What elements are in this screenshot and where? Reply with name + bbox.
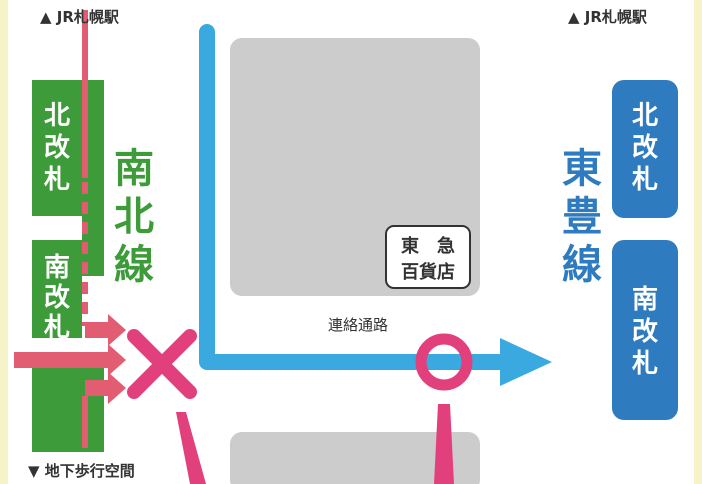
nanboku-line-char-2: 北 [114,194,154,240]
left-edge-strip [0,0,8,484]
nanboku-line-char-1: 南 [114,146,154,192]
store-name-line2: 百貨店 [401,261,455,283]
nanboku-south-gate-char-2: 改 [44,282,70,313]
nanboku-line-char-3: 線 [114,242,154,288]
blocked-arrows [14,314,126,404]
nanboku-gate-south-box [32,240,82,338]
toho-gate-north-box [612,80,678,218]
toho-line-char-2: 豊 [562,194,602,240]
passage-arrow-head [500,338,552,386]
station-label-top-left: ▲ JR札幌駅 [40,8,120,26]
nanboku-north-gate-char-1: 北 [44,101,70,131]
nanboku-platform-gap [32,216,82,240]
passage-label: 連絡通路 [328,316,388,334]
toho-south-gate-char-3: 札 [632,349,658,379]
right-edge-strip [694,0,702,484]
ok-circle-icon [415,333,473,391]
toho-gate-south-box [612,240,678,420]
toho-line-char-3: 線 [562,242,602,288]
nanboku-platform-lower [32,360,104,452]
nanboku-gate-north-box [32,80,82,216]
x-callout-pointer [176,412,206,484]
toho-north-gate-char-3: 札 [632,165,658,195]
underground-walkway-label: ▼ 地下歩行空間 [28,462,135,480]
nanboku-south-gate-char-1: 南 [44,253,70,283]
toho-south-gate-char-2: 改 [632,316,658,347]
building-block-lower [230,432,480,484]
toho-south-gate-char-1: 南 [632,285,658,315]
nanboku-north-gate-char-2: 改 [44,132,70,163]
nanboku-south-gate-char-3: 札 [44,313,70,343]
toho-north-gate-char-2: 改 [632,132,658,163]
toho-north-gate-char-1: 北 [632,101,658,131]
o-callout-pointer [434,404,454,484]
nanboku-north-gate-char-3: 札 [44,165,70,195]
store-name-line1: 東 急 [401,235,455,257]
station-label-top-right: ▲ JR札幌駅 [568,8,648,26]
no-entry-x-icon [127,329,197,399]
toho-line-char-1: 東 [562,146,602,192]
store-sign-box [385,225,471,289]
